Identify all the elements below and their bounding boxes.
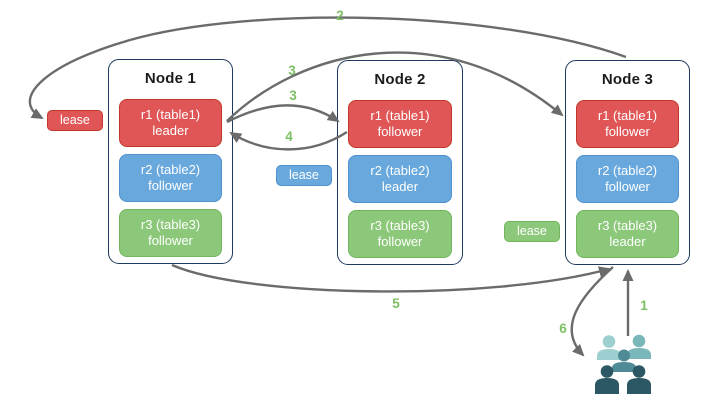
replica-name: r2 (table2) xyxy=(597,162,658,178)
node-3-replica-r2: r2 (table2) follower xyxy=(576,155,679,203)
replica-role: leader xyxy=(609,234,646,249)
replica-name: r3 (table3) xyxy=(597,217,658,233)
node-3: Node 3 r1 (table1) follower r2 (table2) … xyxy=(565,60,690,265)
node-1-replica-r1: r1 (table1) leader xyxy=(119,99,222,147)
person-front-left-icon xyxy=(595,365,619,394)
replica-role: follower xyxy=(605,124,650,139)
replica-name: r2 (table2) xyxy=(140,161,201,177)
step-label-1: 1 xyxy=(640,298,648,313)
step-label-3b: 3 xyxy=(289,88,297,103)
step-label-4: 4 xyxy=(285,129,293,144)
replica-role: follower xyxy=(148,233,193,248)
replica-name: r2 (table2) xyxy=(370,162,430,178)
node-2-title: Node 2 xyxy=(374,71,426,88)
node-1-replicas: r1 (table1) leader r2 (table2) follower … xyxy=(109,87,232,257)
replica-name: r3 (table3) xyxy=(370,217,430,233)
node-2-replica-r3: r3 (table3) follower xyxy=(348,210,452,258)
replica-role: follower xyxy=(377,234,423,249)
replica-name: r1 (table1) xyxy=(597,107,658,123)
step-label-6: 6 xyxy=(559,321,567,336)
person-back-left-icon xyxy=(597,335,621,360)
node-1-title: Node 1 xyxy=(144,70,197,87)
node-2-replicas: r1 (table1) follower r2 (table2) leader … xyxy=(338,88,462,258)
node-3-replicas: r1 (table1) follower r2 (table2) followe… xyxy=(566,88,689,258)
person-back-right-icon xyxy=(627,334,651,359)
replica-name: r1 (table1) xyxy=(370,107,430,123)
step-label-3a: 3 xyxy=(288,63,296,78)
node-1-replica-r2: r2 (table2) follower xyxy=(119,154,222,202)
replica-role: follower xyxy=(605,179,650,194)
lease-badge-r1: lease xyxy=(47,110,103,131)
node-3-replica-r3: r3 (table3) leader xyxy=(576,210,679,258)
step-label-5: 5 xyxy=(392,296,400,311)
replica-role: leader xyxy=(381,179,419,194)
replica-role: follower xyxy=(377,124,423,139)
replica-name: r3 (table3) xyxy=(140,216,201,232)
replica-role: follower xyxy=(148,178,193,193)
replica-role: leader xyxy=(152,123,189,138)
node-1: Node 1 r1 (table1) leader r2 (table2) fo… xyxy=(108,59,233,264)
node-2-replica-r2: r2 (table2) leader xyxy=(348,155,452,203)
step-label-2: 2 xyxy=(336,8,344,23)
lease-badge-r2: lease xyxy=(276,165,332,186)
replica-name: r1 (table1) xyxy=(140,106,201,122)
node-1-replica-r3: r3 (table3) follower xyxy=(119,209,222,257)
person-front-right-icon xyxy=(627,365,651,394)
node-2-replica-r1: r1 (table1) follower xyxy=(348,100,452,148)
person-middle-icon xyxy=(612,349,636,372)
clients-icon xyxy=(595,334,651,394)
node-3-replica-r1: r1 (table1) follower xyxy=(576,100,679,148)
arrow-5-node1-to-node3 xyxy=(171,263,611,293)
node-3-title: Node 3 xyxy=(601,71,654,88)
lease-badge-r3: lease xyxy=(504,221,560,242)
node-2: Node 2 r1 (table1) follower r2 (table2) … xyxy=(337,60,463,265)
arrow-3-node1-to-node2 xyxy=(226,104,340,124)
